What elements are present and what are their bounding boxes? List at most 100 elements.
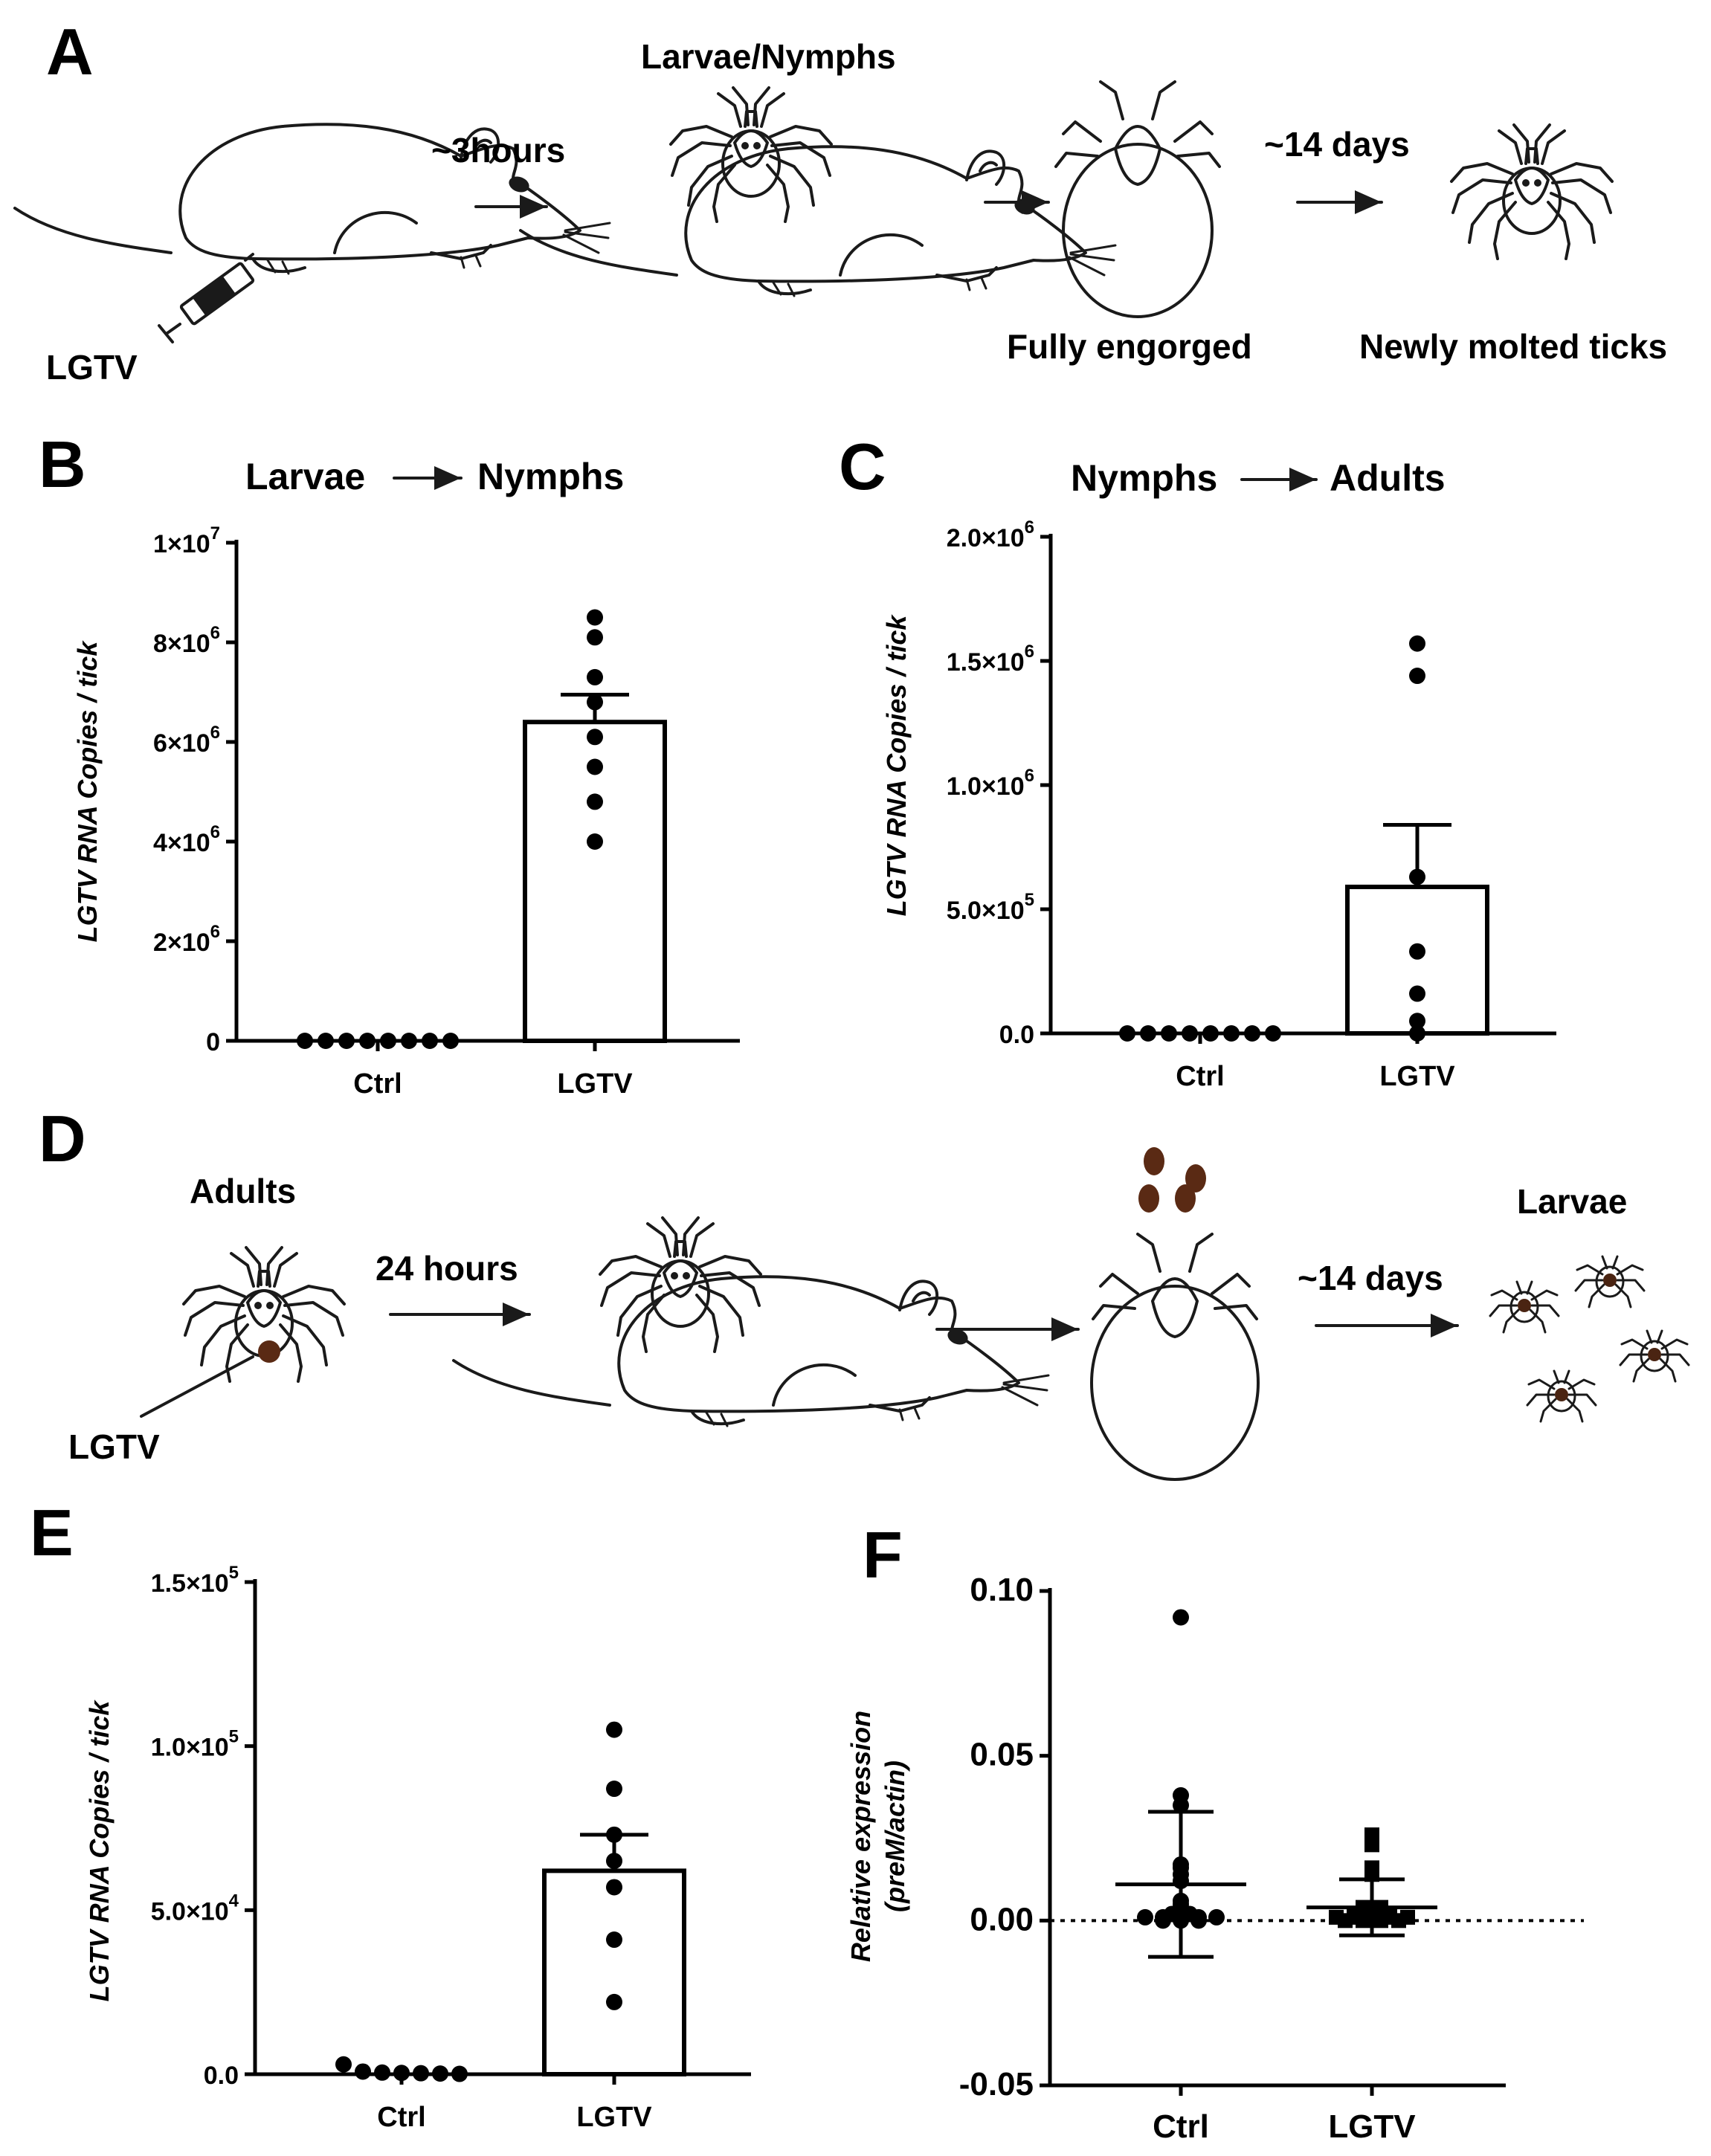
panel-a: A LGTV ~3hours Larvae/Nymphs Fully engor… — [13, 15, 1667, 387]
x-tick-label: LGTV — [1328, 2108, 1416, 2145]
y-tick-mantissa: 8×10 — [153, 630, 210, 658]
data-point — [606, 1993, 622, 2010]
y-tick-mantissa: 0.0 — [999, 1021, 1034, 1049]
data-point — [606, 1931, 622, 1949]
time-label-14d: ~14 days — [1264, 125, 1410, 164]
y-tick-exponent: 7 — [210, 523, 220, 543]
data-point — [1409, 1025, 1425, 1042]
data-point — [587, 833, 603, 850]
data-point — [606, 1781, 622, 1798]
y-tick-exponent: 6 — [210, 623, 220, 643]
y-tick-exponent: 5 — [1025, 890, 1034, 910]
data-point — [1409, 985, 1425, 1002]
pointer-line — [140, 1355, 254, 1418]
y-tick-exponent: 5 — [229, 1563, 239, 1583]
data-point — [1409, 1013, 1425, 1030]
inject-label: LGTV — [46, 348, 138, 387]
y-tick-label: 0.0 — [204, 2062, 239, 2090]
data-point — [380, 1033, 396, 1049]
bar — [523, 720, 667, 1043]
y-axis-label: LGTV RNA Copies / tick — [84, 1700, 115, 2002]
syringe-icon — [158, 253, 255, 343]
adults-label: Adults — [190, 1172, 296, 1210]
data-point — [606, 1853, 622, 1870]
tick-icon — [599, 1216, 762, 1353]
panel-label-f: F — [863, 1518, 903, 1592]
y-tick-label: -0.05 — [959, 2066, 1034, 2102]
time-label-3h: ~3hours — [431, 131, 565, 170]
data-point — [587, 609, 603, 626]
bar — [1345, 884, 1489, 1036]
x-tick-label: LGTV — [557, 1068, 633, 1100]
panel-label-c: C — [839, 430, 886, 503]
y-tick-label: 8×106 — [153, 623, 220, 658]
y-tick-label: 5.0×105 — [947, 890, 1034, 925]
tick-icon — [1526, 1369, 1597, 1423]
data-point — [1161, 1025, 1177, 1042]
y-tick-label: 5.0×104 — [151, 1891, 239, 1926]
panel-label-a: A — [46, 15, 94, 88]
panel-b-title-start: Larvae — [245, 456, 365, 497]
y-axis-label-unit: (preM/actin) — [880, 1760, 910, 1912]
data-point — [1373, 1913, 1388, 1929]
y-tick-exponent: 6 — [210, 723, 220, 743]
data-point — [1364, 1837, 1379, 1853]
y-tick-label: 1.0×106 — [947, 766, 1034, 801]
y-tick-label: 2.0×106 — [947, 517, 1034, 552]
x-tick-label: Ctrl — [377, 2102, 425, 2133]
data-point — [1137, 1908, 1153, 1926]
data-point — [1173, 1797, 1189, 1814]
data-point — [1119, 1025, 1135, 1042]
panel-b-title-end: Nymphs — [477, 456, 624, 497]
tick-icon — [1619, 1329, 1690, 1383]
data-point — [1409, 943, 1425, 960]
panel-label-b: B — [39, 427, 86, 501]
data-point — [1202, 1025, 1219, 1042]
data-point — [401, 1033, 417, 1049]
x-tick-label: Ctrl — [1176, 1061, 1224, 1092]
y-axis-label: Relative expression — [845, 1711, 876, 1962]
larvae-label: Larvae — [1517, 1182, 1627, 1221]
data-point — [1223, 1025, 1240, 1042]
time-label-24h: 24 hours — [376, 1249, 518, 1288]
data-point — [1173, 1609, 1189, 1626]
data-point — [442, 1033, 459, 1049]
panel-d: D Adults LGTV 24 hours ~14 days Larvae — [39, 1102, 1690, 1481]
y-tick-label: 1.5×105 — [151, 1563, 239, 1598]
y-tick-mantissa: 0 — [206, 1028, 220, 1056]
egg-icon — [1138, 1147, 1206, 1213]
data-point — [606, 1879, 622, 1896]
data-point — [1409, 635, 1425, 652]
panel-b: B Larvae Nymphs 02×1064×1066×1068×1061×1… — [39, 427, 740, 1100]
y-tick-mantissa: 4×10 — [153, 829, 210, 857]
data-point — [587, 694, 603, 711]
y-tick-mantissa: 6×10 — [153, 729, 210, 758]
y-tick-exponent: 6 — [210, 922, 220, 942]
tick-icon — [1489, 1280, 1560, 1334]
y-tick-mantissa: 5.0×10 — [947, 897, 1025, 925]
data-point — [606, 1721, 622, 1738]
data-point — [335, 2056, 352, 2073]
y-tick-exponent: 5 — [229, 1727, 239, 1747]
data-point — [587, 729, 603, 746]
virus-spot — [258, 1340, 280, 1363]
y-tick-mantissa: 5.0×10 — [151, 1897, 229, 1926]
y-tick-mantissa: 0.10 — [970, 1572, 1034, 1608]
y-tick-exponent: 6 — [1025, 766, 1034, 786]
panel-label-d: D — [39, 1102, 86, 1175]
data-point — [1391, 1913, 1406, 1929]
data-point — [1356, 1913, 1370, 1929]
bar — [542, 1868, 686, 2076]
data-point — [318, 1033, 334, 1049]
y-tick-label: 0.10 — [970, 1572, 1034, 1608]
x-tick-label: LGTV — [1379, 1061, 1455, 1092]
data-point — [1265, 1025, 1281, 1042]
data-point — [451, 2065, 468, 2082]
